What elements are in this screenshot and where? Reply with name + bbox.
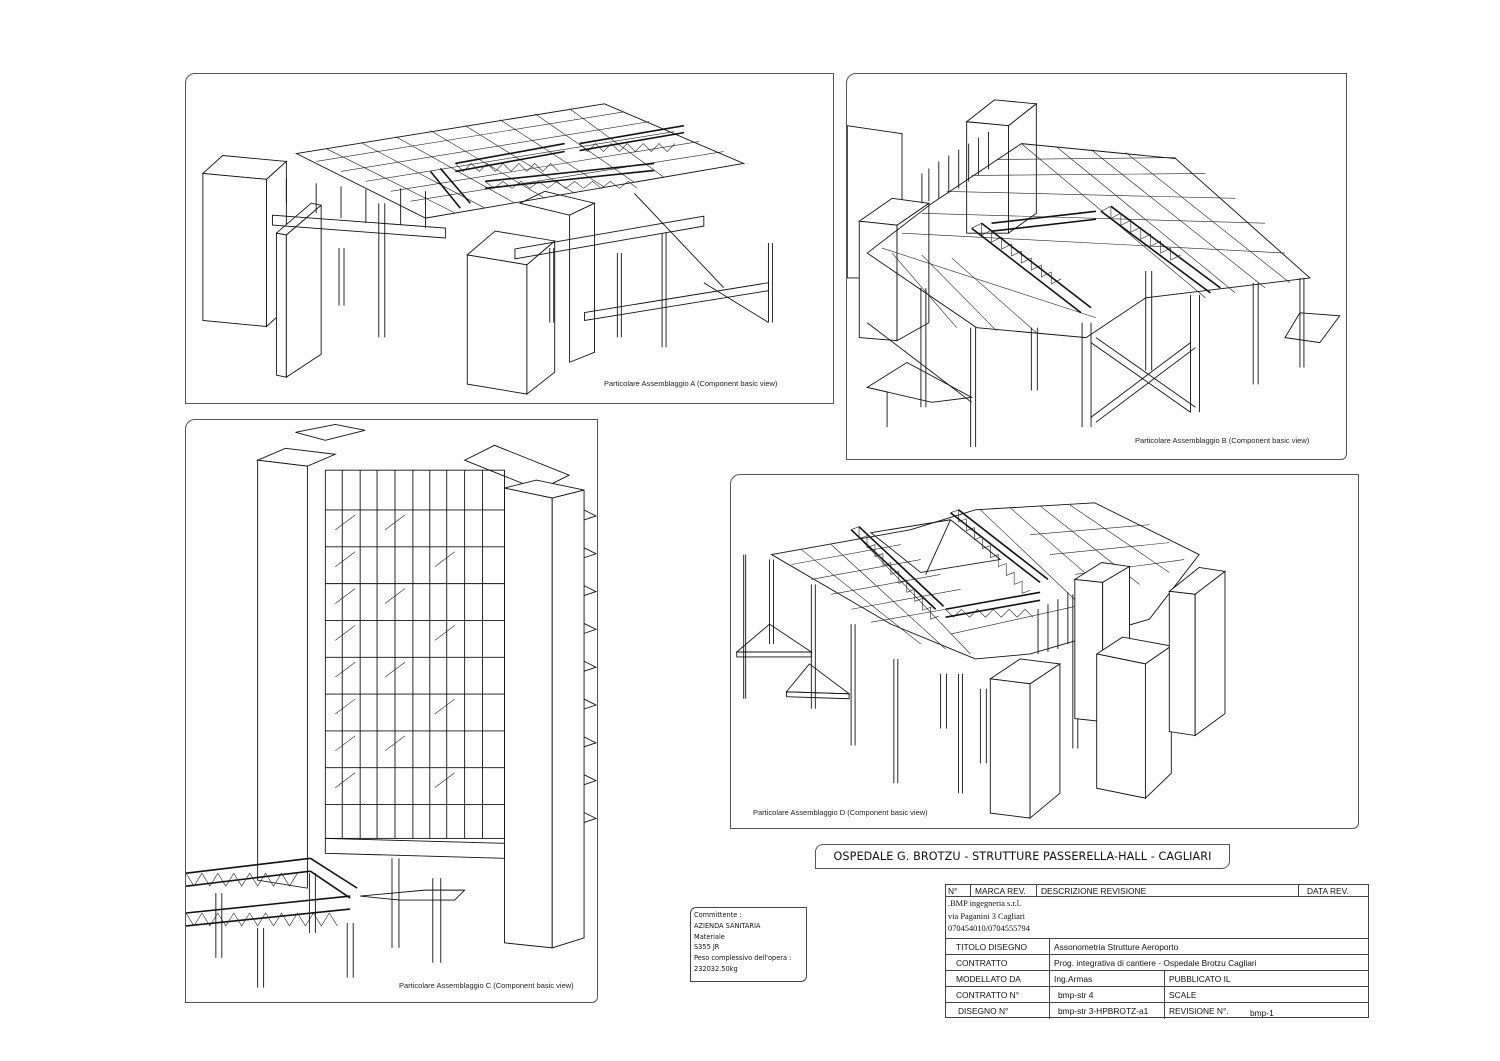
panel-a-caption: Particolare Assemblaggio A (Component ba… — [604, 379, 778, 388]
label-pubblicato-il: PUBBLICATO IL — [1164, 971, 1370, 986]
title-block-header-row: N° MARCA REV. DESCRIZIONE REVISIONE DATA… — [946, 885, 1368, 897]
committente-value: AZIENDA SANITARIA — [694, 921, 761, 930]
value-contratto-n: bmp-str 4 — [1049, 987, 1164, 1002]
label-titolo-disegno: TITOLO DISEGNO — [956, 941, 1028, 952]
isometric-drawing-a — [201, 103, 773, 395]
row-contratto: CONTRATTO Prog. integrativa di cantiere … — [946, 955, 1368, 971]
value-disegno-n: bmp-str 3-HPBROTZ-a1 — [1049, 1003, 1164, 1019]
isometric-drawing-b — [847, 99, 1341, 448]
title-block: N° MARCA REV. DESCRIZIONE REVISIONE DATA… — [945, 884, 1369, 1019]
row-disegno-n: DISEGNO N° bmp-str 3-HPBROTZ-a1 REVISION… — [946, 1003, 1368, 1019]
header-descrizione-revisione: DESCRIZIONE REVISIONE — [1036, 885, 1298, 896]
label-scale: SCALE — [1164, 987, 1370, 1002]
header-data-rev: DATA REV. — [1298, 885, 1370, 896]
value-revisione-n: bmp-1 — [1250, 1007, 1274, 1018]
row-titolo-disegno: TITOLO DISEGNO Assonometria Strutture Ae… — [946, 939, 1368, 955]
materiale-label: Materiale — [694, 932, 725, 941]
committente-label: Committente : — [694, 911, 742, 919]
panel-b-caption: Particolare Assemblaggio B (Component ba… — [1135, 436, 1310, 445]
header-n: N° — [948, 885, 958, 896]
company-name: .BMP ingegneria s.r.l. — [948, 899, 1022, 908]
row-contratto-n: CONTRATTO N° bmp-str 4 SCALE — [946, 987, 1368, 1003]
value-titolo-disegno: Assonometria Strutture Aeroporto — [1049, 939, 1368, 954]
panel-assemblaggio-a: Particolare Assemblaggio A (Component ba… — [185, 73, 834, 404]
materiale-value: S355 JR — [694, 943, 720, 952]
isometric-drawing-c — [186, 423, 597, 988]
peso-label: Peso complessivo dell'opera : — [694, 954, 792, 963]
drawing-title-banner: OSPEDALE G. BROTZU - STRUTTURE PASSERELL… — [815, 844, 1230, 869]
panel-assemblaggio-d: Particolare Assemblaggio D (Component ba… — [730, 474, 1359, 829]
peso-value: 232032.50kg — [694, 964, 738, 973]
panel-d-caption: Particolare Assemblaggio D (Component ba… — [753, 808, 928, 817]
company-address: via Paganini 3 Cagliari — [948, 911, 1025, 921]
label-modellato-da: MODELLATO DA — [956, 973, 1021, 984]
label-contratto-n: CONTRATTO N° — [956, 989, 1020, 1000]
panel-c-caption: Particolare Assemblaggio C (Component ba… — [399, 981, 574, 990]
label-disegno-n: DISEGNO N° — [958, 1006, 1009, 1016]
company-phone: 070454010/0704555794 — [948, 924, 1030, 933]
committente-info-box: Committente : AZIENDA SANITARIA Material… — [690, 907, 807, 982]
panel-assemblaggio-c: Particolare Assemblaggio C (Component ba… — [185, 419, 598, 1003]
label-contratto: CONTRATTO — [956, 957, 1008, 968]
isometric-drawing-d — [735, 502, 1227, 820]
panel-assemblaggio-b: Particolare Assemblaggio B (Component ba… — [846, 73, 1347, 460]
row-modellato-da: MODELLATO DA Ing.Armas PUBBLICATO IL — [946, 971, 1368, 987]
header-marca-rev: MARCA REV. — [970, 885, 1036, 896]
value-modellato-da: Ing.Armas — [1049, 971, 1164, 986]
company-info: .BMP ingegneria s.r.l. via Paganini 3 Ca… — [946, 897, 1368, 939]
label-revisione-n: REVISIONE N°. — [1164, 1003, 1250, 1019]
value-contratto: Prog. integrativa di cantiere - Ospedale… — [1049, 955, 1368, 970]
